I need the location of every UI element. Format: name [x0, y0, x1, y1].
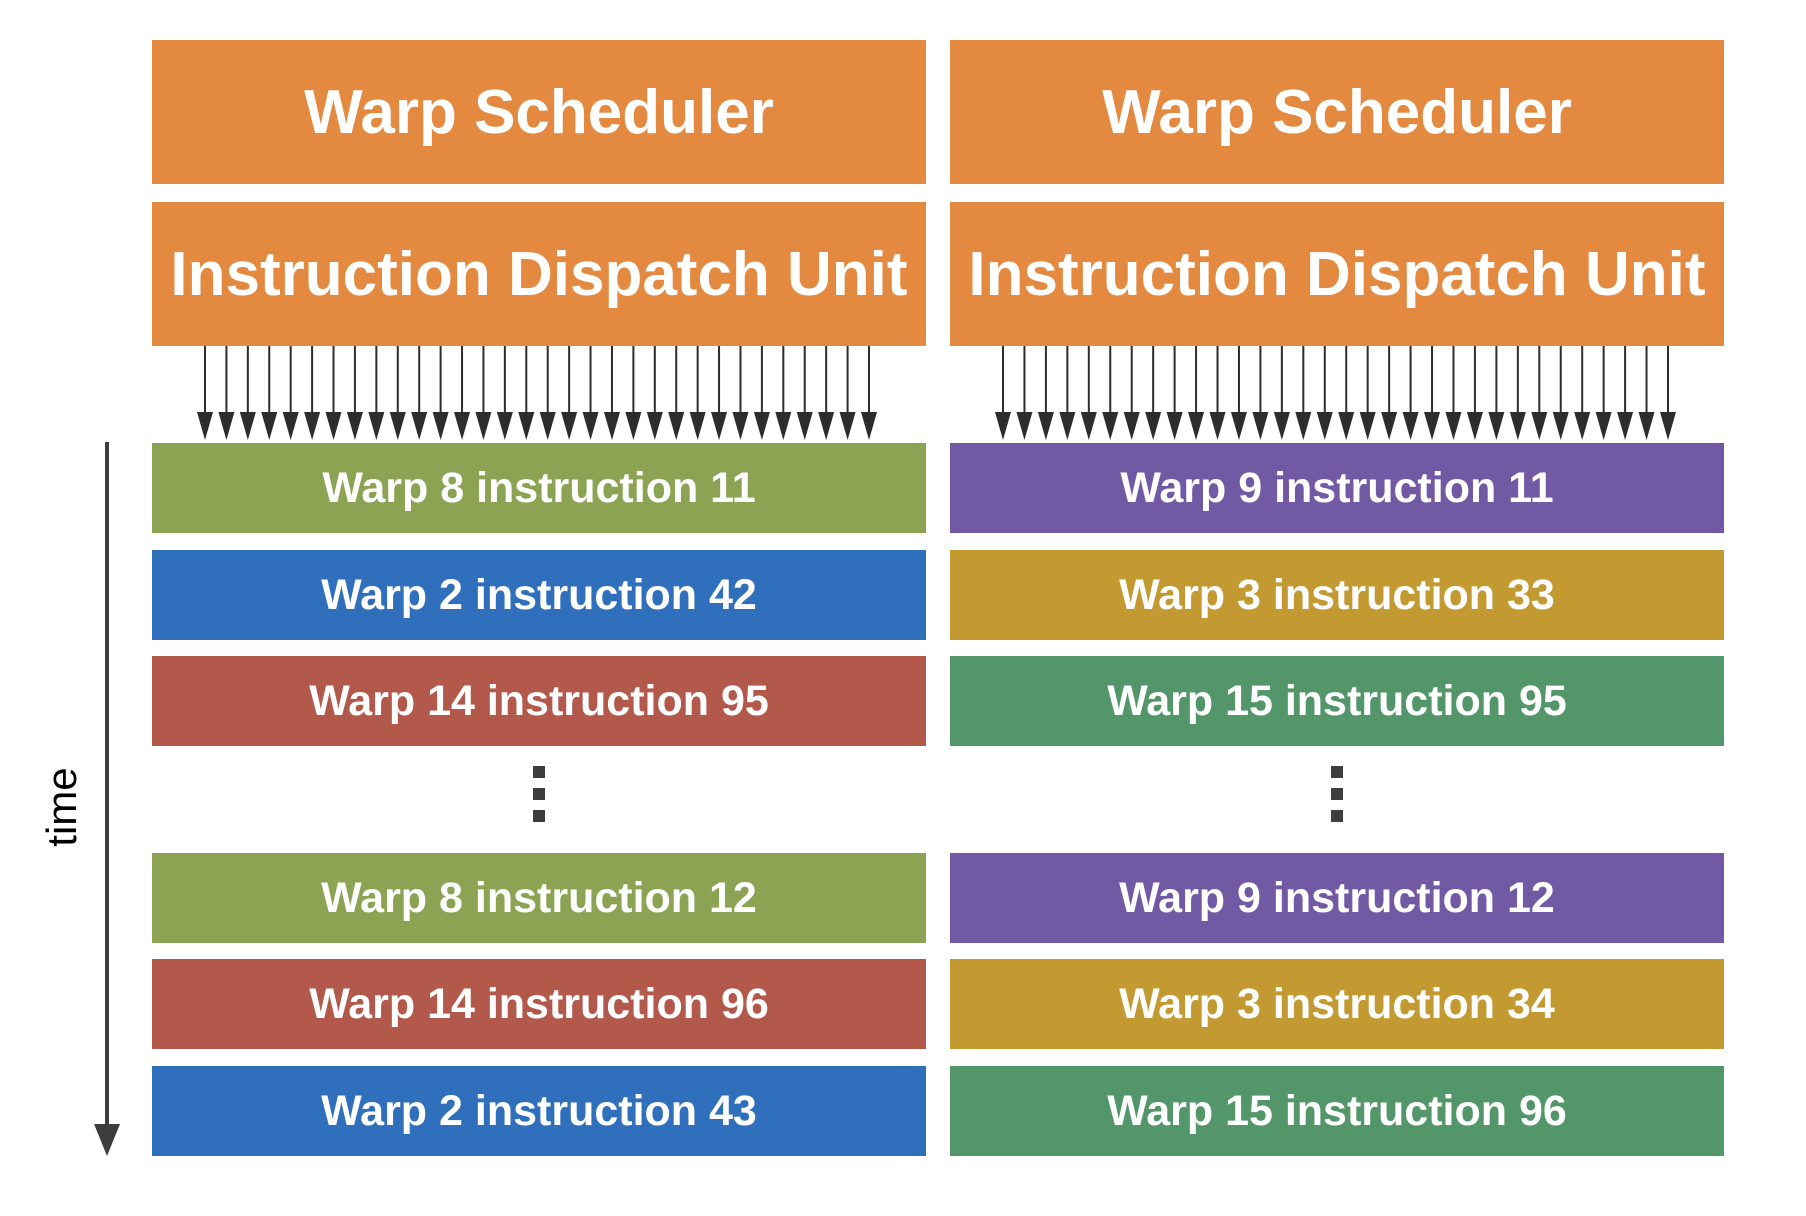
dispatch-arrowhead-right-29: [1595, 412, 1612, 440]
instruction-dispatch-unit-right: Instruction Dispatch Unit: [950, 202, 1724, 346]
instruction-dispatch-unit-left: Instruction Dispatch Unit: [152, 202, 926, 346]
dispatch-arrowhead-right-25: [1509, 412, 1526, 440]
dispatch-arrowhead-right-11: [1209, 412, 1226, 440]
dispatch-arrowhead-left-17: [539, 412, 556, 440]
dispatch-arrowhead-right-9: [1166, 412, 1183, 440]
dispatch-arrowhead-right-31: [1638, 412, 1655, 440]
instruction-row-right-3: Warp 15 instruction 95: [950, 656, 1724, 746]
dispatch-arrowhead-left-21: [625, 412, 642, 440]
dispatch-arrowhead-left-2: [218, 412, 235, 440]
dispatch-arrowhead-left-23: [668, 412, 685, 440]
dispatch-arrowhead-right-24: [1488, 412, 1505, 440]
dispatch-arrowhead-right-13: [1252, 412, 1269, 440]
dispatch-arrowhead-left-1: [197, 412, 213, 440]
dispatch-arrowhead-left-32: [861, 412, 877, 440]
dispatch-arrowhead-right-5: [1080, 412, 1097, 440]
dispatch-arrows-right: [995, 346, 1676, 440]
instruction-row-left-3: Warp 14 instruction 95: [152, 656, 926, 746]
dispatch-arrowhead-right-3: [1037, 412, 1054, 440]
dispatch-arrowhead-right-19: [1381, 412, 1398, 440]
instruction-row-left-1: Warp 8 instruction 11: [152, 443, 926, 533]
instruction-row-right-6: Warp 15 instruction 96: [950, 1066, 1724, 1156]
dispatch-arrowhead-left-18: [561, 412, 578, 440]
dispatch-arrowhead-left-8: [346, 412, 363, 440]
dispatch-arrowhead-right-14: [1273, 412, 1290, 440]
dispatch-arrowhead-right-22: [1445, 412, 1462, 440]
dispatch-arrowhead-left-9: [368, 412, 385, 440]
dispatch-arrowhead-right-2: [1016, 412, 1033, 440]
dispatch-arrowhead-left-5: [282, 412, 299, 440]
dispatch-arrowhead-left-24: [689, 412, 706, 440]
dispatch-arrowhead-right-15: [1295, 412, 1312, 440]
dispatch-arrowhead-left-22: [646, 412, 663, 440]
dispatch-arrowhead-right-21: [1424, 412, 1441, 440]
dispatch-arrowhead-left-12: [432, 412, 449, 440]
dispatch-arrowhead-left-26: [732, 412, 749, 440]
dispatch-arrowhead-left-30: [818, 412, 835, 440]
dispatch-arrowhead-left-13: [454, 412, 471, 440]
instruction-row-right-2: Warp 3 instruction 33: [950, 550, 1724, 640]
instruction-row-right-5: Warp 3 instruction 34: [950, 959, 1724, 1049]
dispatch-arrowhead-left-16: [518, 412, 535, 440]
dispatch-arrowhead-left-4: [261, 412, 278, 440]
dispatch-arrowhead-right-26: [1531, 412, 1548, 440]
dispatch-arrowhead-right-12: [1230, 412, 1247, 440]
instruction-row-left-4: Warp 8 instruction 12: [152, 853, 926, 943]
dispatch-arrowhead-left-27: [753, 412, 770, 440]
dispatch-arrowhead-right-8: [1145, 412, 1162, 440]
time-axis-label: time: [38, 767, 85, 847]
dispatch-arrowhead-right-6: [1102, 412, 1119, 440]
dispatch-arrowhead-left-20: [603, 412, 620, 440]
dispatch-arrowhead-left-14: [475, 412, 492, 440]
dispatch-arrowhead-left-7: [325, 412, 342, 440]
warp-scheduler-right: Warp Scheduler: [950, 40, 1724, 184]
dispatch-arrowhead-left-28: [775, 412, 792, 440]
warp-scheduler-left: Warp Scheduler: [152, 40, 926, 184]
dispatch-arrowhead-right-23: [1466, 412, 1483, 440]
dispatch-arrowhead-right-1: [995, 412, 1011, 440]
dispatch-arrowhead-right-10: [1188, 412, 1205, 440]
dispatch-arrowhead-left-10: [389, 412, 406, 440]
dispatch-arrowhead-right-4: [1059, 412, 1076, 440]
dispatch-arrowhead-right-7: [1123, 412, 1140, 440]
instruction-row-right-1: Warp 9 instruction 11: [950, 443, 1724, 533]
dispatch-arrowhead-right-28: [1574, 412, 1591, 440]
dispatch-arrows-left: [197, 346, 877, 440]
dispatch-arrowhead-left-3: [239, 412, 256, 440]
dispatch-arrowhead-left-25: [711, 412, 728, 440]
dispatch-arrowhead-left-19: [582, 412, 599, 440]
dispatch-arrowhead-right-16: [1316, 412, 1333, 440]
time-arrow: [94, 442, 120, 1156]
dispatch-arrowhead-left-31: [839, 412, 856, 440]
dispatch-arrowhead-right-18: [1359, 412, 1376, 440]
dispatch-arrowhead-right-17: [1338, 412, 1355, 440]
dispatch-arrowhead-left-15: [496, 412, 513, 440]
instruction-row-left-5: Warp 14 instruction 96: [152, 959, 926, 1049]
instruction-row-left-2: Warp 2 instruction 42: [152, 550, 926, 640]
dispatch-arrowhead-right-27: [1552, 412, 1569, 440]
dispatch-arrowhead-left-6: [304, 412, 321, 440]
dispatch-arrowhead-right-32: [1660, 412, 1676, 440]
dispatch-arrowhead-left-29: [796, 412, 813, 440]
instruction-row-right-4: Warp 9 instruction 12: [950, 853, 1724, 943]
dispatch-arrowhead-left-11: [411, 412, 428, 440]
dispatch-arrowhead-right-30: [1617, 412, 1634, 440]
instruction-row-left-6: Warp 2 instruction 43: [152, 1066, 926, 1156]
dispatch-arrowhead-right-20: [1402, 412, 1419, 440]
